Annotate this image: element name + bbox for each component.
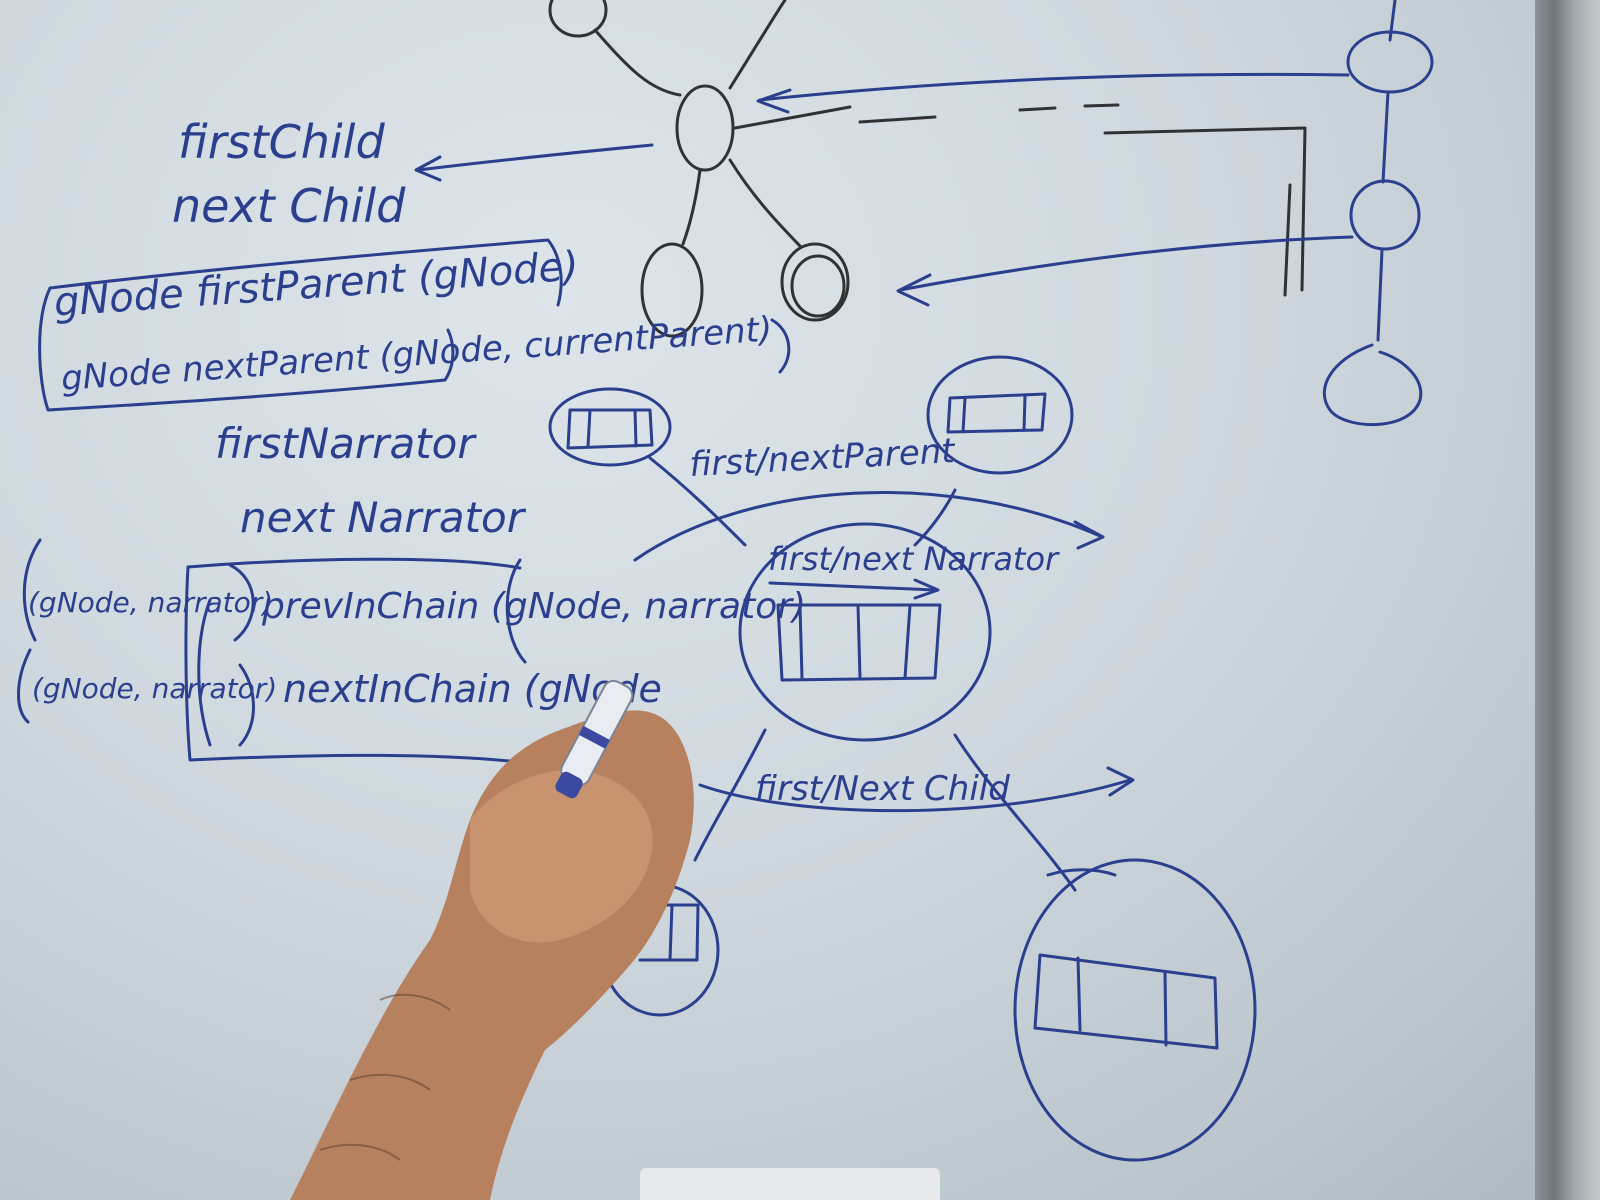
parent-node-right	[926, 355, 1074, 475]
label-prev-in-chain: prevInChain (gNode, narrator)	[261, 586, 806, 627]
graph-node-bottom-right-inner	[790, 254, 846, 318]
chain-node-top	[1346, 30, 1434, 94]
main-node	[738, 522, 992, 742]
label-next-narrator: next Narrator	[240, 493, 527, 542]
blue-graph-sketch	[17, 0, 1434, 1162]
handwritten-labels: firstChild next Child gNode firstParent …	[28, 115, 1060, 809]
label-first-parent: gNode firstParent (gNode)	[52, 243, 580, 326]
black-graph-sketch	[548, 0, 1307, 338]
graph-node-top	[548, 0, 608, 38]
label-first-next-parent: first/nextParent	[688, 431, 957, 485]
hand-with-marker	[290, 679, 694, 1200]
child-node-right	[1013, 858, 1257, 1162]
arm	[290, 710, 694, 1200]
label-first-narrator: firstNarrator	[215, 419, 477, 468]
label-prev-in-chain-arg: (gNode, narrator)	[28, 586, 273, 619]
label-first-next-narrator: first/next Narrator	[768, 540, 1060, 578]
chain-node-middle	[1349, 179, 1421, 251]
label-next-parent: gNode nextParent (gNode, currentParent)	[60, 309, 774, 399]
graph-node-bottom-right	[780, 242, 850, 322]
whiteboard-frame	[1535, 0, 1600, 1200]
label-next-in-chain-arg: (gNode, narrator)	[32, 672, 277, 705]
label-first-next-child: first/Next Child	[755, 769, 1010, 809]
parent-node-left	[548, 387, 672, 467]
graph-node-center	[675, 84, 735, 172]
label-next-child: next Child	[172, 179, 406, 233]
marker-tray	[640, 1168, 940, 1200]
graph-node-bottom-left	[640, 242, 704, 338]
marker-pen	[555, 679, 634, 799]
hand-back	[470, 770, 653, 943]
label-first-child: firstChild	[178, 115, 385, 169]
